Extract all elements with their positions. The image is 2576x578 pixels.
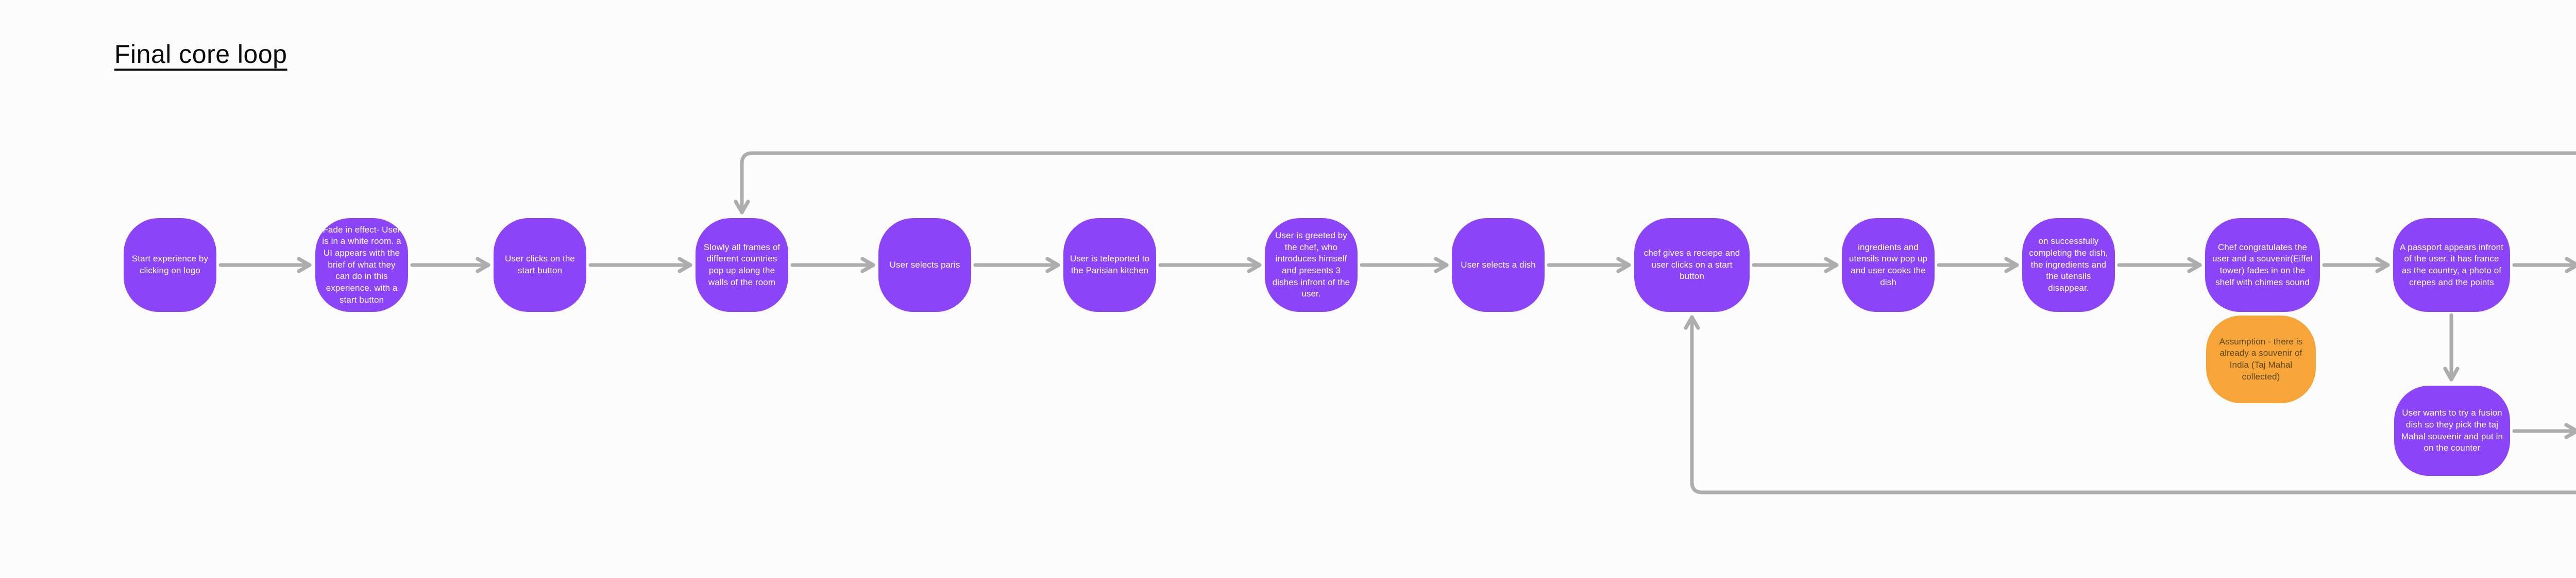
flow-node-click-start[interactable]: User clicks on the start button — [494, 218, 586, 312]
flow-node-label: User selects a dish — [1461, 259, 1536, 270]
flow-node-label: User clicks on the start button — [505, 254, 575, 275]
page-title[interactable]: Final core loop — [114, 40, 287, 69]
flow-node-select-dish[interactable]: User selects a dish — [1452, 218, 1545, 312]
flow-node-label: ingredients and utensils now pop up and … — [1849, 242, 1928, 287]
flow-node-chef-congratulates[interactable]: Chef congratulates the user and a souven… — [2205, 218, 2320, 312]
flow-node-label: Assumption - there is already a souvenir… — [2219, 336, 2303, 382]
connector-arrow-17[interactable] — [734, 151, 2576, 217]
flow-node-label: User wants to try a fusion dish so they … — [2401, 408, 2503, 453]
flow-node-label: User selects paris — [889, 259, 960, 270]
flow-node-label: on successfully completing the dish, the… — [2029, 236, 2108, 293]
flow-node-assumption-souvenir[interactable]: Assumption - there is already a souvenir… — [2206, 316, 2316, 403]
flow-node-label: Fade in effect- User is in a white room.… — [322, 224, 401, 305]
flow-node-label: Slowly all frames of different countries… — [703, 242, 781, 287]
flow-node-fade-in-brief[interactable]: Fade in effect- User is in a white room.… — [315, 218, 408, 312]
flow-node-teleport-kitchen[interactable]: User is teleported to the Parisian kitch… — [1063, 218, 1156, 312]
flow-node-label: chef gives a reciepe and user clicks on … — [1643, 248, 1740, 282]
flow-node-dish-complete[interactable]: on successfully completing the dish, the… — [2022, 218, 2115, 312]
flow-node-cook-dish[interactable]: ingredients and utensils now pop up and … — [1842, 218, 1935, 312]
flow-node-select-paris[interactable]: User selects paris — [878, 218, 971, 312]
flow-node-label: User is teleported to the Parisian kitch… — [1070, 254, 1150, 275]
flow-node-frames-pop-up[interactable]: Slowly all frames of different countries… — [696, 218, 788, 312]
flow-node-passport-appears[interactable]: A passport appears infront of the user. … — [2393, 218, 2510, 312]
flow-node-label: User is greeted by the chef, who introdu… — [1272, 230, 1350, 299]
flow-node-label: Chef congratulates the user and a souven… — [2212, 242, 2313, 287]
flow-node-label: A passport appears infront of the user. … — [2399, 242, 2504, 287]
flow-node-greeted-by-chef[interactable]: User is greeted by the chef, who introdu… — [1265, 218, 1358, 312]
flow-node-label: Start experience by clicking on logo — [131, 254, 209, 275]
flow-node-start-logo[interactable]: Start experience by clicking on logo — [124, 218, 216, 312]
flow-node-fusion-pick-souvenir[interactable]: User wants to try a fusion dish so they … — [2394, 386, 2510, 476]
flow-node-chef-recipe-start[interactable]: chef gives a reciepe and user clicks on … — [1634, 218, 1750, 312]
